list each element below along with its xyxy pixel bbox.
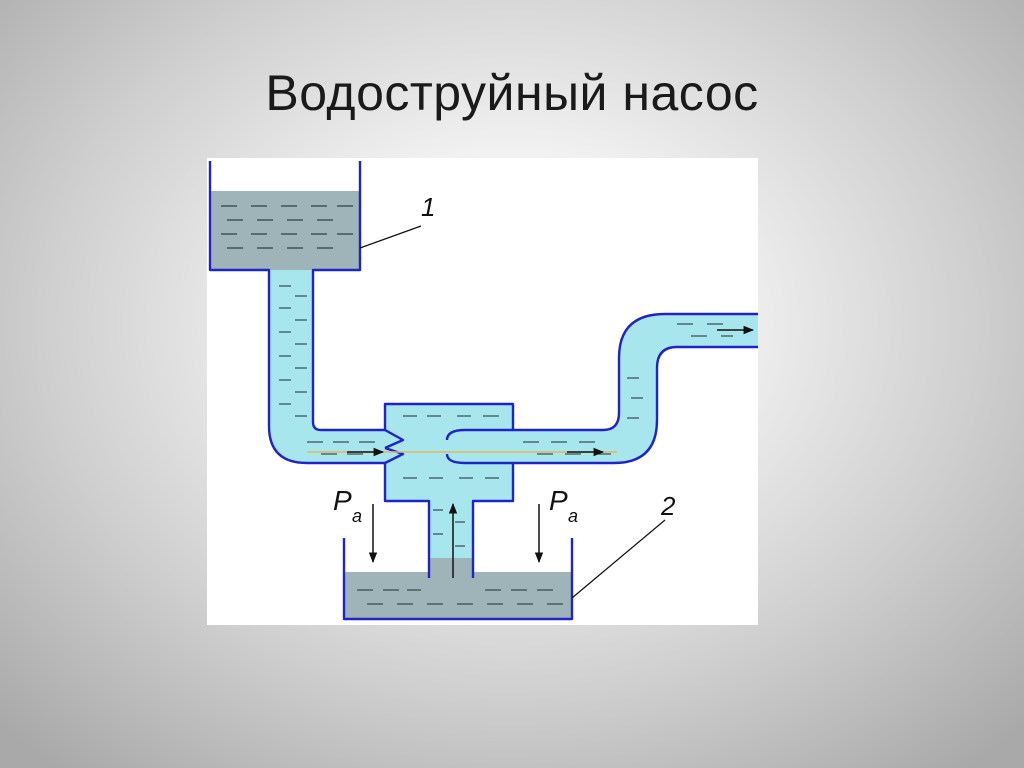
slide-title: Водоструйный насос [265,65,759,121]
pressure-subscript-right: a [568,506,578,526]
leader-line-2 [571,519,666,599]
pressure-symbol-right: P [549,485,568,516]
mixing-chamber-water [385,404,513,578]
diagram-panel: 1 2 P a P a [207,158,758,625]
upper-tank [210,191,360,270]
pressure-subscript-left: a [352,506,362,526]
suction-stem-water [429,558,473,580]
label-leaders [359,225,666,599]
upper-tank-water [210,191,360,270]
label-lower-tank: 2 [660,491,676,521]
leader-line-1 [359,225,422,249]
outlet-pipe-water [513,314,758,463]
label-upper-tank: 1 [421,192,435,222]
water-jet-pump-diagram: 1 2 P a P a [208,161,758,621]
pressure-label-left: P a [333,485,362,526]
pressure-symbol-left: P [333,485,352,516]
pipe-level-dashes [279,285,733,605]
upper-tank-level-dashes [221,205,353,249]
flow-arrows [347,325,755,578]
pipe-outlines [208,161,758,621]
pressure-label-right: P a [549,485,578,526]
inlet-pipe-water [269,270,385,463]
